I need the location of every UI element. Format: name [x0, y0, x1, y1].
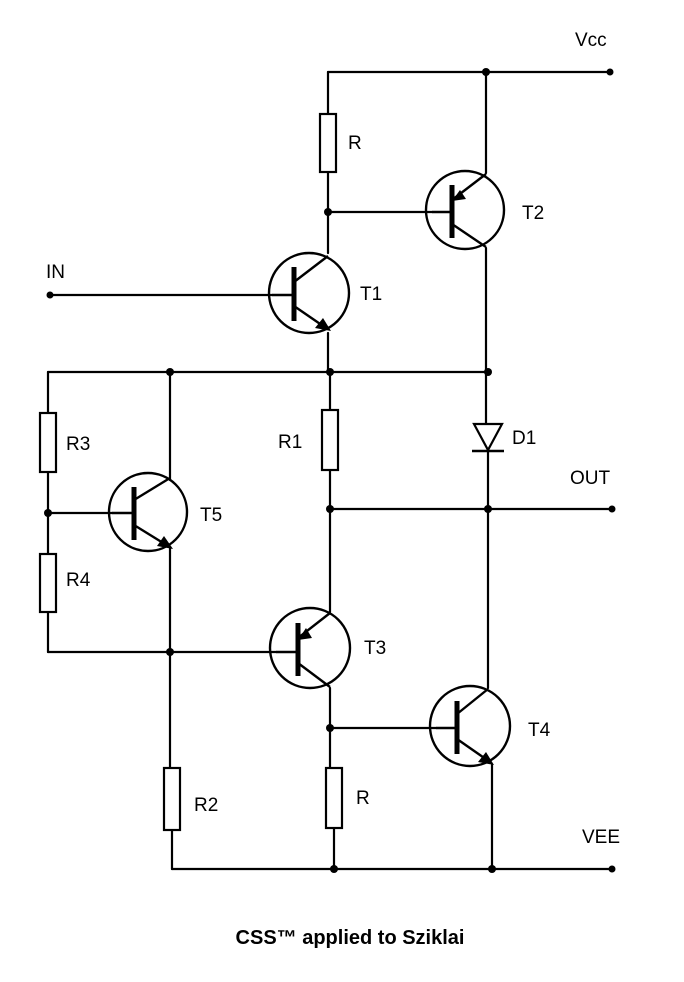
label-r1: R1: [278, 432, 302, 453]
transistor-t1: [267, 251, 351, 335]
label-t4: T4: [528, 720, 551, 741]
label-out: OUT: [570, 468, 611, 489]
transistor-t2: [424, 169, 506, 251]
label-r-bottom: R: [356, 788, 370, 809]
resistor-r1: [320, 408, 340, 472]
label-in: IN: [46, 262, 65, 283]
label-vcc: Vcc: [575, 30, 607, 51]
transistor-t3: [268, 606, 352, 690]
wiring: [46, 70, 614, 871]
resistor-r3: [38, 411, 58, 474]
label-t5: T5: [200, 505, 222, 526]
junction-dots: [44, 68, 616, 873]
transistor-t4: [428, 684, 512, 768]
label-t3: T3: [364, 638, 386, 659]
label-r3: R3: [66, 434, 90, 455]
label-d1: D1: [512, 428, 536, 449]
label-vee: VEE: [582, 827, 620, 848]
transistor-t5: [107, 471, 189, 553]
label-r2: R2: [194, 795, 218, 816]
label-r-top: R: [348, 133, 362, 154]
label-t1: T1: [360, 284, 382, 305]
resistor-r-top: [318, 112, 338, 174]
label-r4: R4: [66, 570, 91, 591]
resistor-r2: [162, 766, 182, 832]
figure-caption: CSS™ applied to Sziklai: [236, 927, 465, 949]
resistor-r-bottom: [324, 766, 344, 830]
label-t2: T2: [522, 203, 544, 224]
diode-d1: [472, 422, 504, 453]
resistor-r4: [38, 552, 58, 614]
